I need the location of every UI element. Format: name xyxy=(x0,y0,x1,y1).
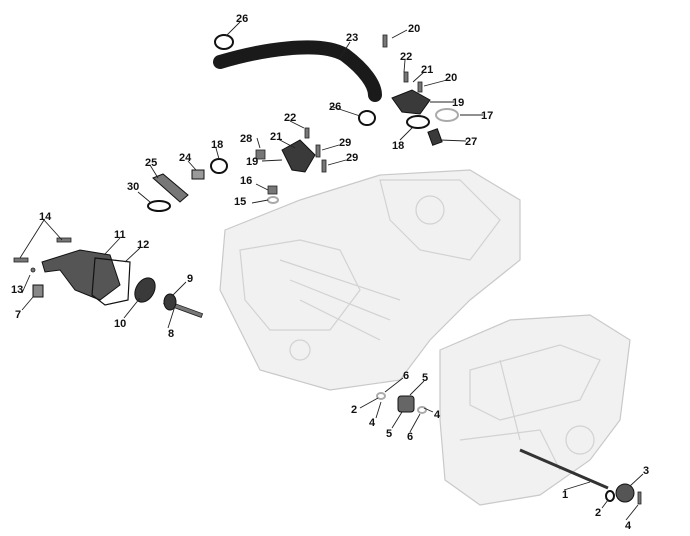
hose-clamp xyxy=(358,110,376,126)
o-ring xyxy=(147,200,171,212)
leader-lines xyxy=(19,21,644,521)
gear xyxy=(397,395,415,413)
callout: 19 xyxy=(246,156,258,168)
callout: 20 xyxy=(408,23,420,35)
callout: 9 xyxy=(187,273,193,285)
callout: 11 xyxy=(114,229,126,241)
callout: 21 xyxy=(421,64,433,76)
callout: 23 xyxy=(346,32,358,44)
callout: 4 xyxy=(369,417,376,429)
drive-gear xyxy=(615,483,635,503)
callout: 24 xyxy=(179,152,192,164)
coolant-hose xyxy=(213,40,382,102)
callout: 16 xyxy=(240,175,252,187)
bolt xyxy=(417,81,423,93)
callouts: 26 23 20 22 21 20 19 17 26 18 27 22 28 2… xyxy=(11,13,649,532)
callout: 27 xyxy=(465,136,477,148)
callout: 5 xyxy=(422,372,428,384)
hose-clamp xyxy=(214,34,234,50)
drive-shaft xyxy=(519,448,609,490)
callout: 8 xyxy=(168,328,174,340)
callout: 2 xyxy=(595,507,601,519)
bolt xyxy=(403,71,409,83)
thermostat-housing xyxy=(391,89,431,115)
o-ring xyxy=(406,115,430,129)
callout: 28 xyxy=(240,133,252,145)
water-outlet-fitting xyxy=(281,139,316,173)
o-ring xyxy=(210,158,228,174)
temperature-sensor xyxy=(427,128,443,146)
circlip xyxy=(376,392,386,400)
bolt xyxy=(304,127,310,139)
callout: 17 xyxy=(481,110,493,122)
adapter xyxy=(191,169,205,180)
callout: 5 xyxy=(386,428,392,440)
plug xyxy=(32,284,44,298)
callout: 10 xyxy=(114,318,126,330)
circlip xyxy=(417,406,427,414)
impeller xyxy=(134,277,156,303)
bolt xyxy=(315,144,321,158)
washer xyxy=(605,490,615,502)
washer xyxy=(30,267,36,273)
callout: 19 xyxy=(452,97,464,109)
callout: 29 xyxy=(346,152,358,164)
seal xyxy=(163,293,177,311)
seal-ring xyxy=(267,196,279,204)
fitting xyxy=(152,173,189,203)
callout: 25 xyxy=(145,157,157,169)
callout: 4 xyxy=(434,409,441,421)
callout: 22 xyxy=(400,51,412,63)
bolt xyxy=(382,34,388,48)
callout: 7 xyxy=(15,309,21,321)
callout: 29 xyxy=(339,137,351,149)
callout: 1 xyxy=(562,489,568,501)
callout: 18 xyxy=(211,139,223,151)
callout: 12 xyxy=(137,239,149,251)
callout: 4 xyxy=(625,520,632,532)
callout: 13 xyxy=(11,284,23,296)
callout: 20 xyxy=(445,72,457,84)
engine-crankcase xyxy=(439,314,631,506)
bolt xyxy=(321,159,327,173)
callout: 2 xyxy=(351,404,357,416)
screw xyxy=(56,237,72,243)
drain-plug xyxy=(267,185,278,195)
gasket xyxy=(435,108,459,122)
callout: 18 xyxy=(392,140,404,152)
callout: 3 xyxy=(643,465,649,477)
callout: 15 xyxy=(234,196,246,208)
callout: 30 xyxy=(127,181,139,193)
gasket xyxy=(91,257,131,306)
pin xyxy=(637,491,642,505)
screw xyxy=(13,257,29,263)
callout: 6 xyxy=(407,431,413,443)
callout: 26 xyxy=(236,13,248,25)
callout: 26 xyxy=(329,101,341,113)
plug xyxy=(255,149,266,160)
callout: 21 xyxy=(270,131,282,143)
callout: 22 xyxy=(284,112,296,124)
callout: 6 xyxy=(403,370,409,382)
water-pump-housing xyxy=(41,249,121,301)
engine-cylinder-head xyxy=(219,169,521,391)
callout: 14 xyxy=(39,211,52,223)
